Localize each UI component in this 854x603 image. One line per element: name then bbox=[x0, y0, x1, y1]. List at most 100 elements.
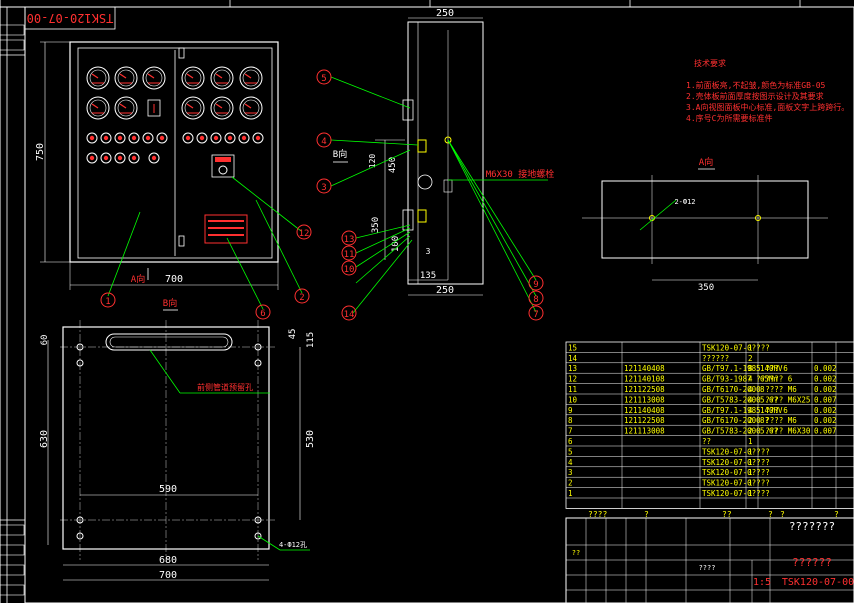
bom-cell-name: TSK120-07-0???? bbox=[702, 447, 770, 456]
bom-cell-qty: 4 bbox=[748, 375, 753, 384]
bottom-dim-630: 630 bbox=[39, 430, 50, 448]
bom-cell-name: GB/T97.1-1985 ??? 6 bbox=[702, 364, 788, 373]
bom-cell-name: GB/T93-1987 ?????? 6 bbox=[702, 375, 793, 384]
balloon-12: 12 bbox=[299, 229, 310, 239]
bom-cell-no: 9 bbox=[568, 406, 573, 415]
tech-requirements: 技术要求 1.前面板亮,不起皱,颜色为标准GB-05 2.壳体板前面厚度按图示设… bbox=[686, 58, 849, 123]
title-code: TSK120-07-00 bbox=[782, 577, 854, 588]
side-dim-135: 135 bbox=[420, 271, 436, 281]
a-view: A向 2-Ф12 350 bbox=[582, 156, 828, 293]
bom-cell-qty: 1 bbox=[748, 343, 753, 352]
bom-cell-code: 121113008 bbox=[624, 395, 665, 404]
bom-cell-no: 1 bbox=[568, 489, 573, 498]
balloon-10: 10 bbox=[344, 265, 355, 275]
bom-cell-qty: 1 bbox=[748, 447, 753, 456]
a-view-dim: 350 bbox=[698, 283, 714, 293]
side-dim-top: 250 bbox=[436, 8, 454, 19]
balloon-13: 13 bbox=[344, 235, 355, 245]
title-block: ??????? ?????? 1:5 TSK120-07-00 ???? ?? bbox=[565, 517, 854, 603]
title-scale: 1:5 bbox=[753, 577, 771, 588]
bom-header-cell: ? bbox=[644, 510, 649, 519]
bom-cell-w: 0.007 bbox=[814, 427, 837, 436]
bom-cell-w: 0.002 bbox=[814, 406, 837, 415]
bom-cell-w: 0.002 bbox=[814, 375, 837, 384]
balloon-5: 5 bbox=[321, 74, 326, 84]
hole-note: 4-Ф12孔 bbox=[279, 541, 307, 549]
bom-cell-name: TSK120-07-0???? bbox=[702, 468, 770, 477]
balloon-8: 8 bbox=[533, 295, 538, 305]
bom-cell-code: 121140408 bbox=[624, 406, 665, 415]
balloon-6: 6 bbox=[260, 309, 265, 319]
bom-cell-name: GB/T5783-2000 ???? M6X25 bbox=[702, 395, 810, 404]
side-label-b: B向 bbox=[333, 148, 347, 160]
bottom-view-label: B向 bbox=[163, 297, 177, 309]
front-dim-width: 700 bbox=[165, 274, 183, 285]
bom-cell-w: 0.007 bbox=[814, 395, 837, 404]
bom-cell-spec: 65Mn bbox=[760, 375, 778, 384]
bom-cell-no: 15 bbox=[568, 343, 577, 352]
bom-cell-qty: 1 bbox=[748, 458, 753, 467]
side-dim-3: 3 bbox=[426, 247, 431, 256]
bom-cell-no: 13 bbox=[568, 364, 577, 373]
balloon-4: 4 bbox=[321, 137, 326, 147]
title-name-2: ?????? bbox=[792, 556, 832, 569]
bom-cell-no: 3 bbox=[568, 468, 573, 477]
side-dim-100: 100 bbox=[391, 236, 401, 252]
bom-cell-name: TSK120-07-0???? bbox=[702, 479, 770, 488]
title-q1: ???? bbox=[699, 564, 716, 572]
balloon-9: 9 bbox=[533, 280, 538, 290]
bom-cell-no: 7 bbox=[568, 427, 573, 436]
bom-cell-name: TSK120-07-0???? bbox=[702, 489, 770, 498]
bom-header-cell: ? bbox=[768, 510, 773, 519]
title-name-1: ??????? bbox=[789, 520, 835, 533]
bom-cell-no: 14 bbox=[568, 354, 578, 363]
side-dim-bottom: 250 bbox=[436, 285, 454, 296]
bottom-dim-700: 700 bbox=[159, 570, 177, 581]
bom-cell-name: GB/T5783-2000 ???? M6X30 bbox=[702, 427, 811, 436]
front-view-label: A向 bbox=[131, 273, 145, 285]
bom-cell-name: GB/T97.1-1985 ??? 6 bbox=[702, 406, 788, 415]
balloon-1: 1 bbox=[105, 297, 110, 307]
bom-cell-qty: 4 bbox=[748, 395, 753, 404]
balloon-2: 2 bbox=[299, 293, 304, 303]
bom-cell-code: 121122508 bbox=[624, 385, 665, 394]
bottom-dim-530: 530 bbox=[305, 430, 316, 448]
tech-line-3: 3.A向视图面板中心标准,面板文字上跨跨行。 bbox=[686, 102, 849, 112]
bom-cell-no: 12 bbox=[568, 375, 577, 384]
bom-cell-no: 4 bbox=[568, 458, 573, 467]
bom-header-cell: ???? bbox=[588, 510, 607, 519]
bom-cell-qty: 1 bbox=[748, 489, 753, 498]
bom-cell-qty: 1 bbox=[748, 468, 753, 477]
bom-cell-no: 2 bbox=[568, 479, 573, 488]
bom-cell-qty: 2 bbox=[748, 416, 753, 425]
bom-cell-name: TSK120-07-0???? bbox=[702, 343, 770, 352]
bom-cell-code: 121140408 bbox=[624, 364, 665, 373]
bom-cell-spec: 140HV bbox=[760, 406, 783, 415]
bom-header-cell: ? bbox=[834, 510, 839, 519]
bom-cell-qty: 1 bbox=[748, 437, 753, 446]
balloon-7: 7 bbox=[533, 310, 538, 320]
corner-title: TSK120-07-00 bbox=[24, 6, 116, 30]
front-dim-height: 750 bbox=[35, 143, 46, 161]
bom-cell-w: 0.002 bbox=[814, 416, 837, 425]
bom-cell-w: 0.002 bbox=[814, 364, 837, 373]
bom-cell-code: 121122508 bbox=[624, 416, 665, 425]
bom-cell-no: 11 bbox=[568, 385, 577, 394]
bom-cell-no: 10 bbox=[568, 395, 578, 404]
title-q2: ?? bbox=[572, 549, 580, 557]
bottom-dim-680: 680 bbox=[159, 555, 177, 566]
bom-header-cell: ?? bbox=[722, 510, 732, 519]
balloon-3: 3 bbox=[321, 183, 326, 193]
front-view: 750 700 A向 1 2 6 12 bbox=[35, 41, 312, 320]
balloon-14: 14 bbox=[344, 310, 355, 320]
bom-cell-spec: 5.6? bbox=[760, 395, 778, 404]
tech-line-2: 2.壳体板前面厚度按图示设计及其要求 bbox=[686, 91, 824, 101]
bom-cell-name: ?????? bbox=[702, 354, 729, 363]
bom-cell-code: 121113008 bbox=[624, 427, 665, 436]
bom-cell-w: 0.002 bbox=[814, 385, 837, 394]
bottom-view: B向 590 680 700 630 530 60 45 115 bbox=[39, 297, 316, 581]
bottom-dim-590: 590 bbox=[159, 484, 177, 495]
